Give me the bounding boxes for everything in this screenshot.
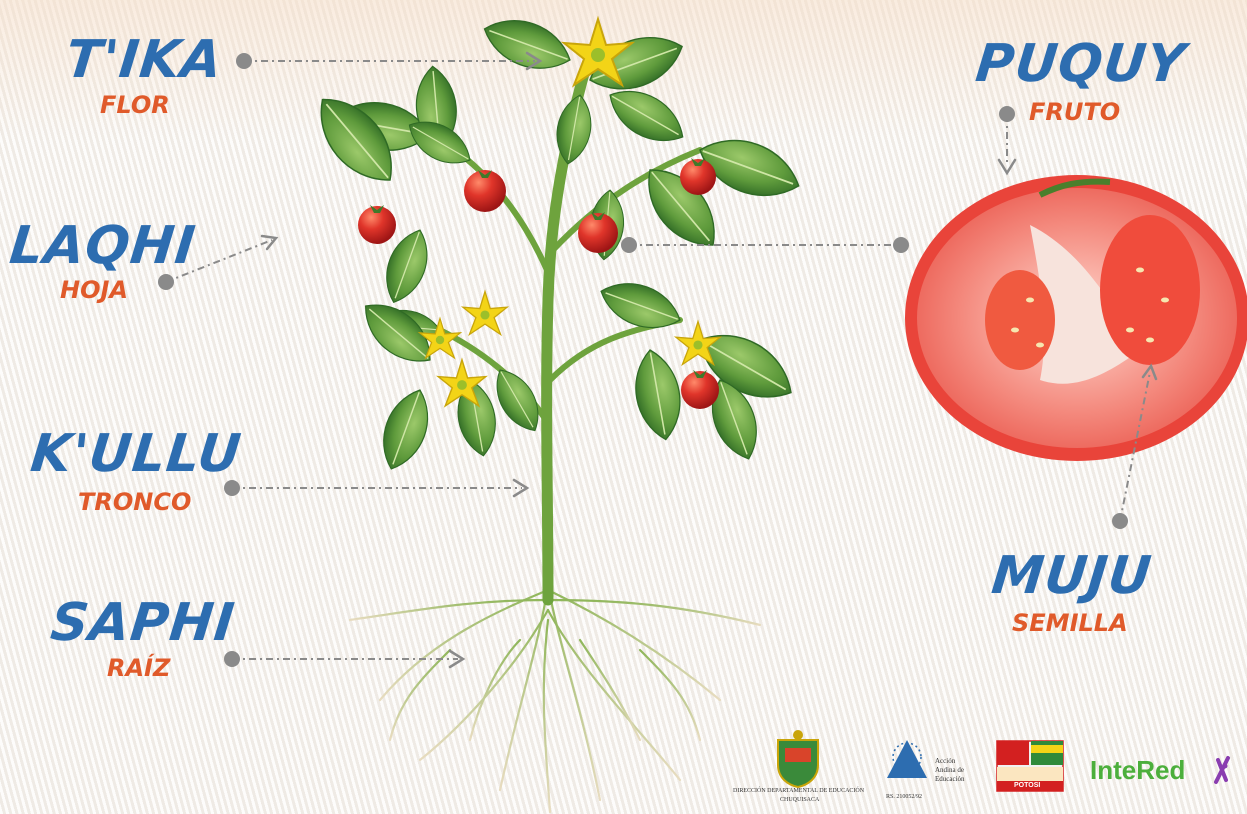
fruit-spanish-label: FRUTO (1029, 100, 1120, 124)
potosi-caption: POTOSI (1014, 782, 1040, 789)
accion-andina-logo (887, 740, 927, 778)
leaf-quechua-label: LAQHI (7, 220, 198, 272)
lower-right-leaves (594, 273, 803, 466)
upper-left-leaves (304, 65, 479, 309)
flower-spanish-label: FLOR (100, 93, 170, 117)
fruit-quechua-label: PUQUY (973, 38, 1188, 90)
seed-quechua-label: MUJU (989, 550, 1154, 602)
accion-code: RS. 210052/92 (886, 794, 922, 800)
chuquisaca-sub: CHUQUISACA (780, 797, 819, 803)
root-quechua-label: SAPHI (48, 597, 237, 649)
trunk-quechua-label: K'ULLU (28, 428, 244, 480)
intered-figure-icon (1216, 758, 1228, 782)
seed-spanish-label: SEMILLA (1012, 611, 1128, 635)
accion-caption-3: Educación (935, 775, 965, 783)
leaf-spanish-label: HOJA (60, 278, 128, 302)
accion-caption-2: Andina de (935, 766, 964, 774)
halved-tomato (905, 175, 1247, 461)
trunk-spanish-label: TRONCO (78, 490, 191, 514)
chuquisaca-logo (778, 730, 818, 787)
chuquisaca-caption: DIRECCIÓN DEPARTAMENTAL DE EDUCACIÓN (733, 788, 864, 794)
intered-logo-text: InteRed (1090, 755, 1185, 786)
root-spanish-label: RAÍZ (107, 656, 170, 680)
roots (350, 585, 760, 812)
accion-caption-1: Acción (935, 757, 955, 765)
flower-quechua-label: T'IKA (63, 34, 225, 86)
